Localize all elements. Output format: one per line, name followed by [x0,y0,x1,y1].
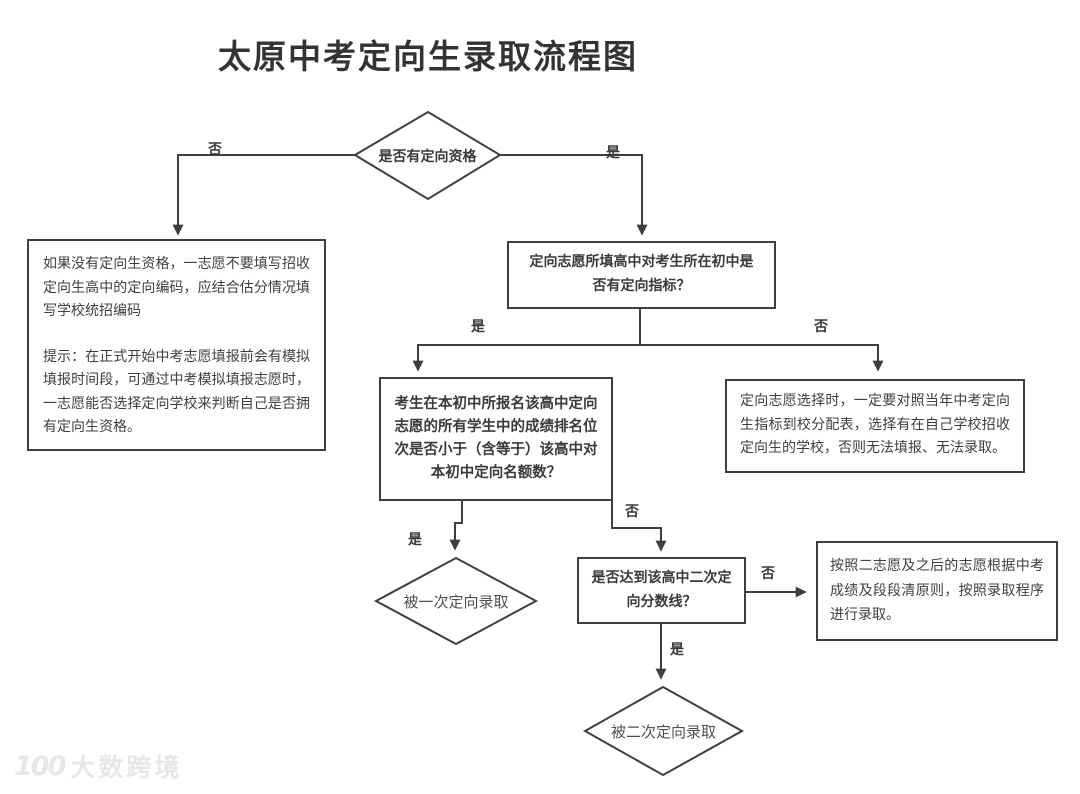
edge-no-to-note [172,154,355,236]
edge-label-yes-quota: 是 [471,319,485,335]
edge-label-no-rank: 否 [625,504,639,520]
edge-rank-yes [449,500,463,551]
edge-label-no-top-left: 否 [208,142,222,158]
second-admission-diamond [582,685,745,777]
watermark-logo: 100 [14,750,66,782]
edge-label-yes-rank: 是 [408,532,422,548]
watermark-text: 大数跨境 [70,753,183,782]
edge-label-yes-secondline: 是 [670,642,684,658]
edge-rank-no [611,500,667,552]
selection-note-label: 定向志愿选择时，一定要对照当年中考定向生指标到校分配表，选择有在自己学校招收定向… [740,393,1010,457]
second-line-question-label: 是否达到该高中二次定向分数线？ [591,569,732,610]
no-qualification-note-box [27,239,326,451]
no-qualification-note-para1: 如果没有定向生资格，一志愿不要填写招收定向生高中的定向编码，应结合估分情况填写学… [43,256,310,320]
edge-yes-to-quota-question [500,154,648,236]
start-decision-label: 是否有定向资格 [378,148,477,165]
start-decision-diamond [353,110,502,201]
page-title: 太原中考定向生录取流程图 [218,37,638,76]
quota-question-label: 定向志愿所填高中对考生所在初中是否有定向指标？ [529,254,754,294]
no-qualification-note: 如果没有定向生资格，一志愿不要填写招收定向生高中的定向编码，应结合估分情况填写学… [28,240,325,450]
first-admission-label: 被一次定向录取 [403,592,509,611]
fallback-note-box [816,541,1058,641]
second-line-question-box [577,557,746,624]
rank-question-box [379,377,613,501]
selection-note-box [725,379,1025,473]
rank-question-label: 考生在本初中所报名该高中定向志愿的所有学生中的成绩排名位次是否小于（含等于）该高… [394,395,598,482]
quota-question-box [507,241,776,309]
edge-label-yes-top-right: 是 [606,145,620,161]
first-admission-diamond [373,556,539,646]
no-qualification-note-para2: 提示：在正式开始中考志愿填报前会有模拟填报时间段，可通过中考模拟填报志愿时，一志… [43,348,310,436]
watermark: 100 大数跨境 [14,748,182,784]
second-admission-label: 被二次定向录取 [610,722,716,741]
edge-label-no-quota: 否 [814,319,828,335]
fallback-note-label: 按照二志愿及之后的志愿根据中考成绩及段段清原则，按照录取程序进行录取。 [830,558,1044,623]
edge-label-no-secondline: 否 [761,566,775,582]
